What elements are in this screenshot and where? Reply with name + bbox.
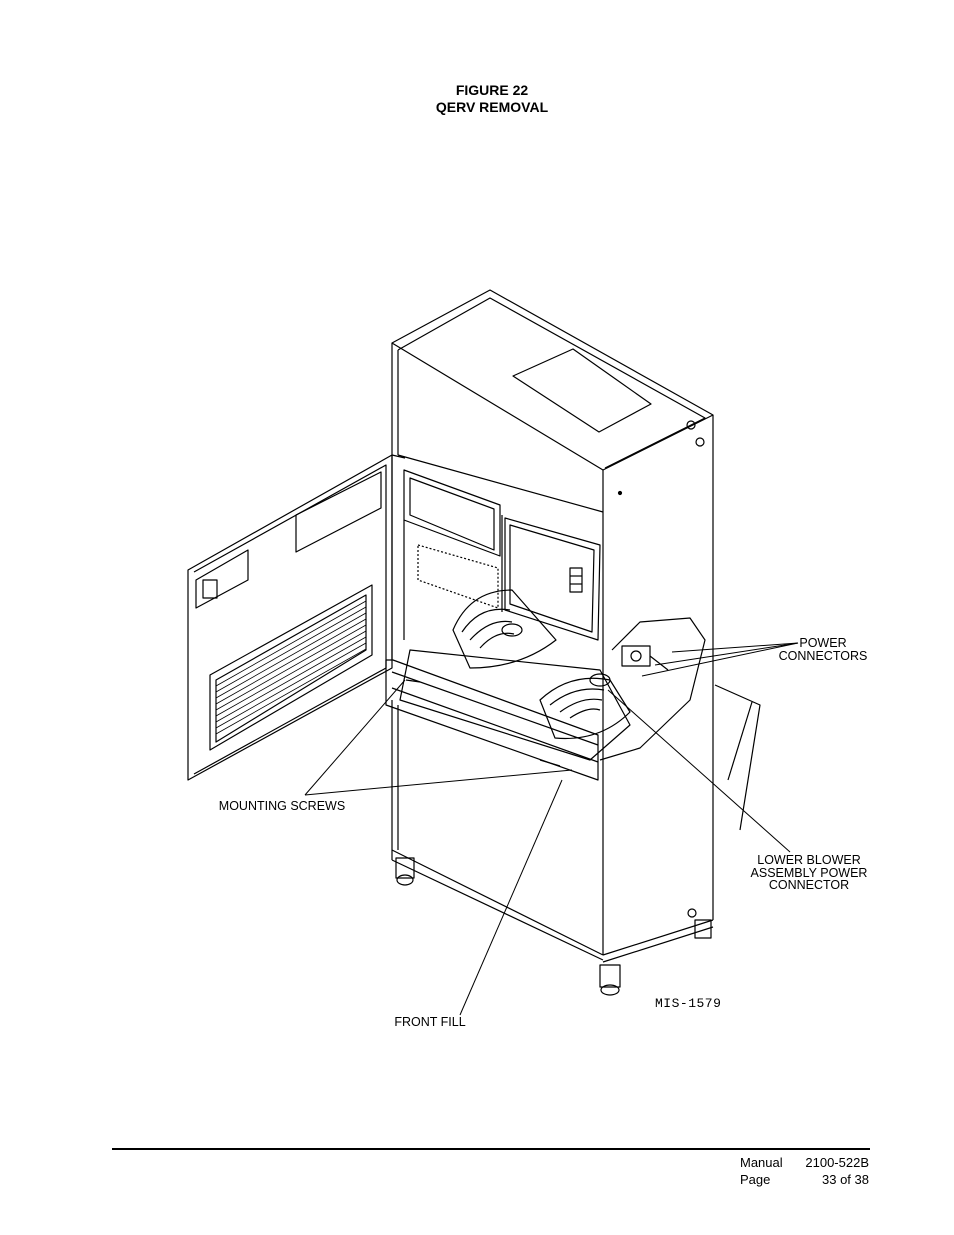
side-duct: [714, 684, 761, 831]
cabinet-front-upper: [391, 343, 604, 660]
footer-values: 2100-522B 33 of 38: [790, 1154, 869, 1188]
figure-title: FIGURE 22 QERV REMOVAL: [0, 82, 954, 116]
figure-caption: QERV REMOVAL: [435, 99, 549, 115]
page-label: Page: [740, 1172, 771, 1187]
callout-lower-blower-connector: LOWER BLOWER ASSEMBLY POWER CONNECTOR: [750, 853, 868, 892]
open-door: [187, 454, 393, 781]
front-fill-panel: [385, 659, 599, 781]
door-louvers: [215, 600, 367, 735]
manual-label: Manual: [740, 1155, 783, 1170]
power-connector-assembly: [599, 617, 706, 761]
drawing-id: MIS-1579: [655, 996, 722, 1011]
cabinet-top: [391, 289, 714, 471]
footer-rule: [112, 1148, 870, 1150]
figure-number: FIGURE 22: [455, 82, 529, 98]
callout-power-connectors: POWER CONNECTORS: [778, 636, 868, 663]
cabinet-right-side: [602, 415, 714, 963]
callout-mounting-screws: MOUNTING SCREWS: [218, 799, 346, 813]
page-number: 33 of 38: [822, 1172, 869, 1187]
cabinet-front-lower: [391, 700, 604, 961]
callout-front-fill: FRONT FILL: [394, 1015, 466, 1029]
casters: [395, 857, 712, 996]
footer-labels: Manual Page: [740, 1154, 783, 1188]
leader-lines: [304, 642, 799, 1016]
upper-compartment: [403, 469, 601, 641]
manual-number: 2100-522B: [805, 1155, 869, 1170]
